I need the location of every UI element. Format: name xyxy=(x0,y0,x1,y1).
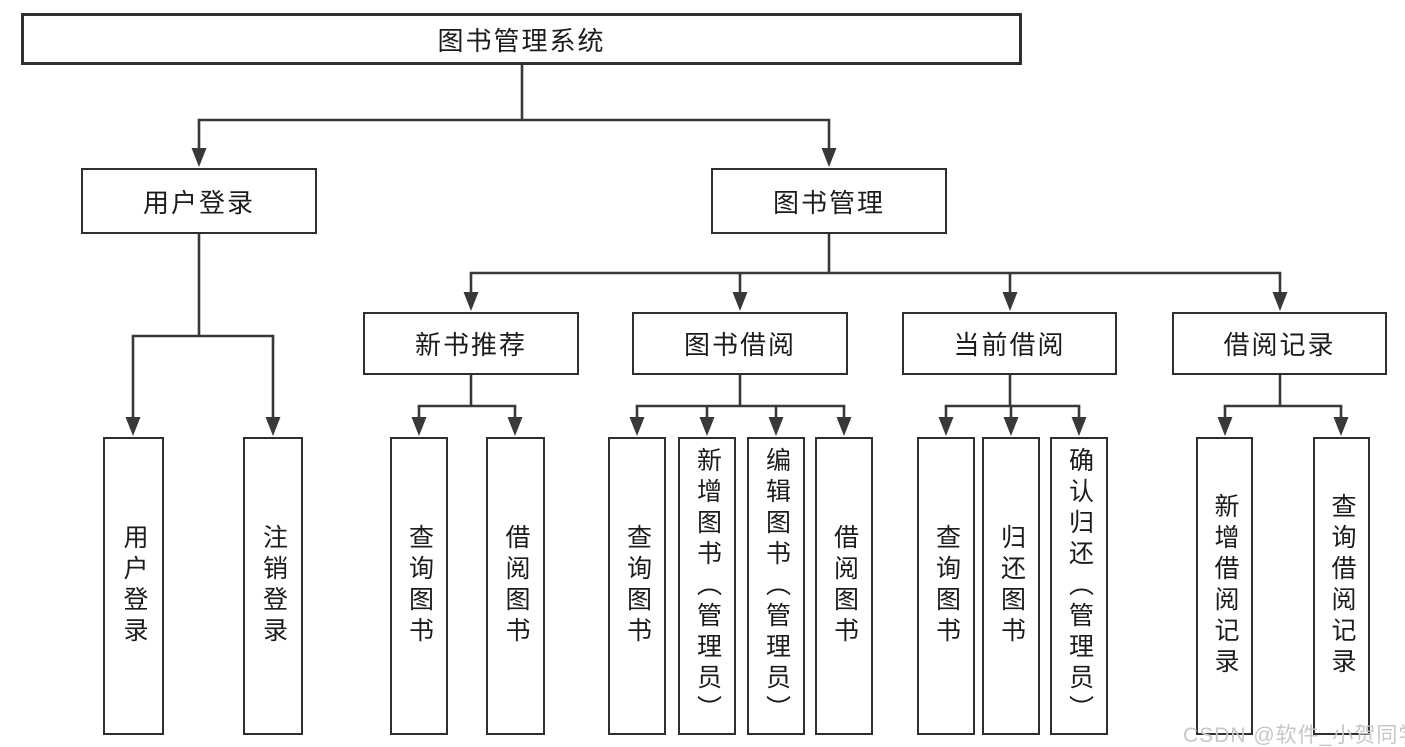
leaf-edit-books-admin: 编辑图书（管理员） xyxy=(747,437,805,735)
node-label: 借阅图书 xyxy=(502,524,530,648)
leaf-add-books-admin: 新增图书（管理员） xyxy=(678,437,736,735)
leaf-return-books: 归还图书 xyxy=(982,437,1040,735)
leaf-query-books-borrow: 查询图书 xyxy=(608,437,666,735)
leaf-logout: 注销登录 xyxy=(243,437,303,735)
node-label: 图书管理系统 xyxy=(437,25,606,56)
node-label: 新增图书（管理员） xyxy=(693,446,722,726)
node-label: 图书借阅 xyxy=(683,330,796,360)
leaf-confirm-return-admin: 确认归还（管理员） xyxy=(1050,437,1108,735)
leaf-borrow-books-recommend: 借阅图书 xyxy=(486,437,545,735)
node-label: 借阅记录 xyxy=(1223,330,1336,360)
node-user-login: 用户登录 xyxy=(81,168,317,234)
node-label: 用户登录 xyxy=(120,524,148,648)
node-label: 注销登录 xyxy=(259,524,288,648)
node-library-management-system: 图书管理系统 xyxy=(21,13,1022,65)
node-label: 归还图书 xyxy=(997,524,1026,648)
leaf-user-login: 用户登录 xyxy=(103,437,164,735)
node-label: 确认归还（管理员） xyxy=(1065,446,1094,726)
node-label: 查询借阅记录 xyxy=(1328,493,1356,679)
node-label: 用户登录 xyxy=(142,187,255,218)
leaf-add-borrow-record: 新增借阅记录 xyxy=(1196,437,1253,735)
node-label: 查询图书 xyxy=(623,524,652,648)
node-label: 图书管理 xyxy=(772,187,885,218)
node-label: 新书推荐 xyxy=(414,330,527,360)
node-current-borrowing: 当前借阅 xyxy=(902,312,1117,375)
leaf-borrow-books: 借阅图书 xyxy=(815,437,873,735)
node-label: 借阅图书 xyxy=(830,524,859,648)
leaf-query-books-current: 查询图书 xyxy=(917,437,975,735)
node-label: 编辑图书（管理员） xyxy=(762,446,791,726)
node-book-management: 图书管理 xyxy=(711,168,947,234)
node-borrowing-records: 借阅记录 xyxy=(1172,312,1387,375)
csdn-watermark: CSDN @软件_小贺同学 xyxy=(1183,724,1405,747)
leaf-query-borrow-record: 查询借阅记录 xyxy=(1313,437,1370,735)
node-label: 查询图书 xyxy=(932,524,961,648)
node-label: 查询图书 xyxy=(405,524,434,648)
node-book-borrowing: 图书借阅 xyxy=(632,312,848,375)
leaf-query-books-recommend: 查询图书 xyxy=(390,437,448,735)
node-label: 当前借阅 xyxy=(953,330,1066,360)
node-new-book-recommendation: 新书推荐 xyxy=(363,312,579,375)
node-label: 新增借阅记录 xyxy=(1211,493,1239,679)
